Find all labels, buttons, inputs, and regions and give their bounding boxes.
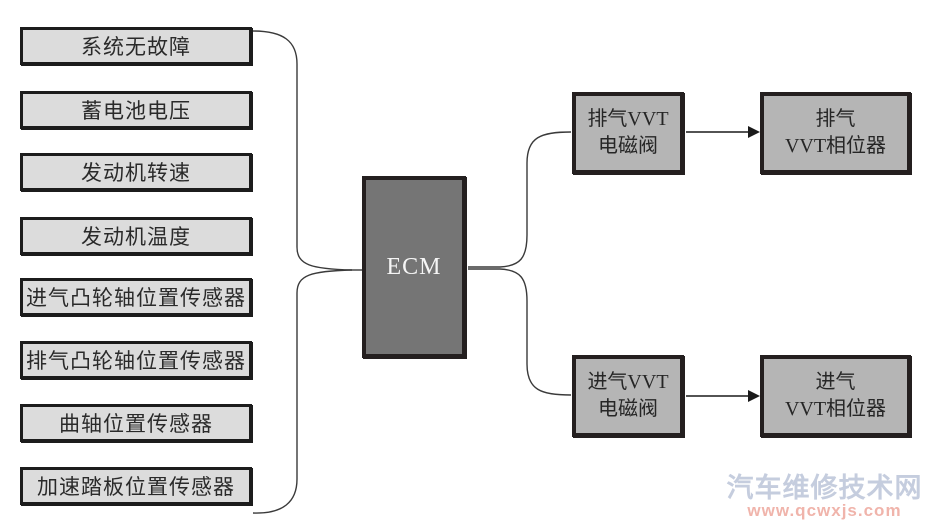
label-line1: 进气VVT [587, 371, 669, 393]
exhaust-vvt-phaser-box: 排气 VVT相位器 [760, 92, 911, 174]
exhaust-vvt-solenoid-box: 排气VVT 电磁阀 [572, 92, 684, 174]
label-line2: VVT相位器 [784, 135, 887, 157]
input-box-intake-cam-position-sensor: 进气凸轮轴位置传感器 [20, 278, 252, 316]
input-box-engine-speed: 发动机转速 [20, 153, 252, 191]
intake-vvt-solenoid-box: 进气VVT 电磁阀 [572, 355, 684, 437]
label-line1: 进气 [815, 371, 856, 393]
exhaust-vvt-phaser-label: 排气 VVT相位器 [785, 106, 886, 160]
left-brace-top-half [252, 30, 353, 271]
input-label: 发动机转速 [81, 161, 191, 185]
input-label: 发动机温度 [81, 225, 191, 249]
left-brace-bottom-half [252, 269, 353, 514]
right-fork-bottom-branch [468, 268, 572, 396]
label-line1: 排气VVT [587, 108, 669, 130]
exhaust-arrowhead-icon [748, 126, 760, 138]
input-label: 排气凸轮轴位置传感器 [26, 349, 246, 373]
input-label: 加速踏板位置传感器 [37, 475, 235, 499]
label-line2: 电磁阀 [597, 398, 658, 420]
intake-vvt-phaser-label: 进气 VVT相位器 [785, 369, 886, 423]
input-label: 蓄电池电压 [81, 99, 191, 123]
watermark-site-url: www.qcwxjs.com [747, 501, 902, 520]
input-box-engine-temperature: 发动机温度 [20, 217, 252, 255]
input-label: 进气凸轮轴位置传感器 [26, 286, 246, 310]
label-line1: 排气 [815, 108, 856, 130]
label-line2: VVT相位器 [784, 398, 887, 420]
input-box-system-no-fault: 系统无故障 [20, 27, 252, 65]
intake-vvt-phaser-box: 进气 VVT相位器 [760, 355, 911, 437]
input-box-battery-voltage: 蓄电池电压 [20, 91, 252, 129]
watermark: 汽车维修技术网 www.qcwxjs.com [712, 473, 937, 520]
input-box-crankshaft-position-sensor: 曲轴位置传感器 [20, 404, 252, 442]
input-box-exhaust-cam-position-sensor: 排气凸轮轴位置传感器 [20, 341, 252, 379]
input-label: 曲轴位置传感器 [59, 412, 213, 436]
intake-vvt-solenoid-label: 进气VVT 电磁阀 [587, 369, 668, 423]
intake-arrowhead-icon [748, 390, 760, 402]
input-label: 系统无故障 [81, 35, 191, 59]
ecm-label: ECM [386, 253, 442, 280]
label-line2: 电磁阀 [597, 135, 658, 157]
input-box-accelerator-pedal-position-sensor: 加速踏板位置传感器 [20, 467, 252, 505]
exhaust-vvt-solenoid-label: 排气VVT 电磁阀 [587, 106, 668, 160]
ecm-box: ECM [362, 176, 466, 358]
right-fork-top-branch [468, 131, 572, 268]
watermark-site-name: 汽车维修技术网 [726, 473, 923, 503]
